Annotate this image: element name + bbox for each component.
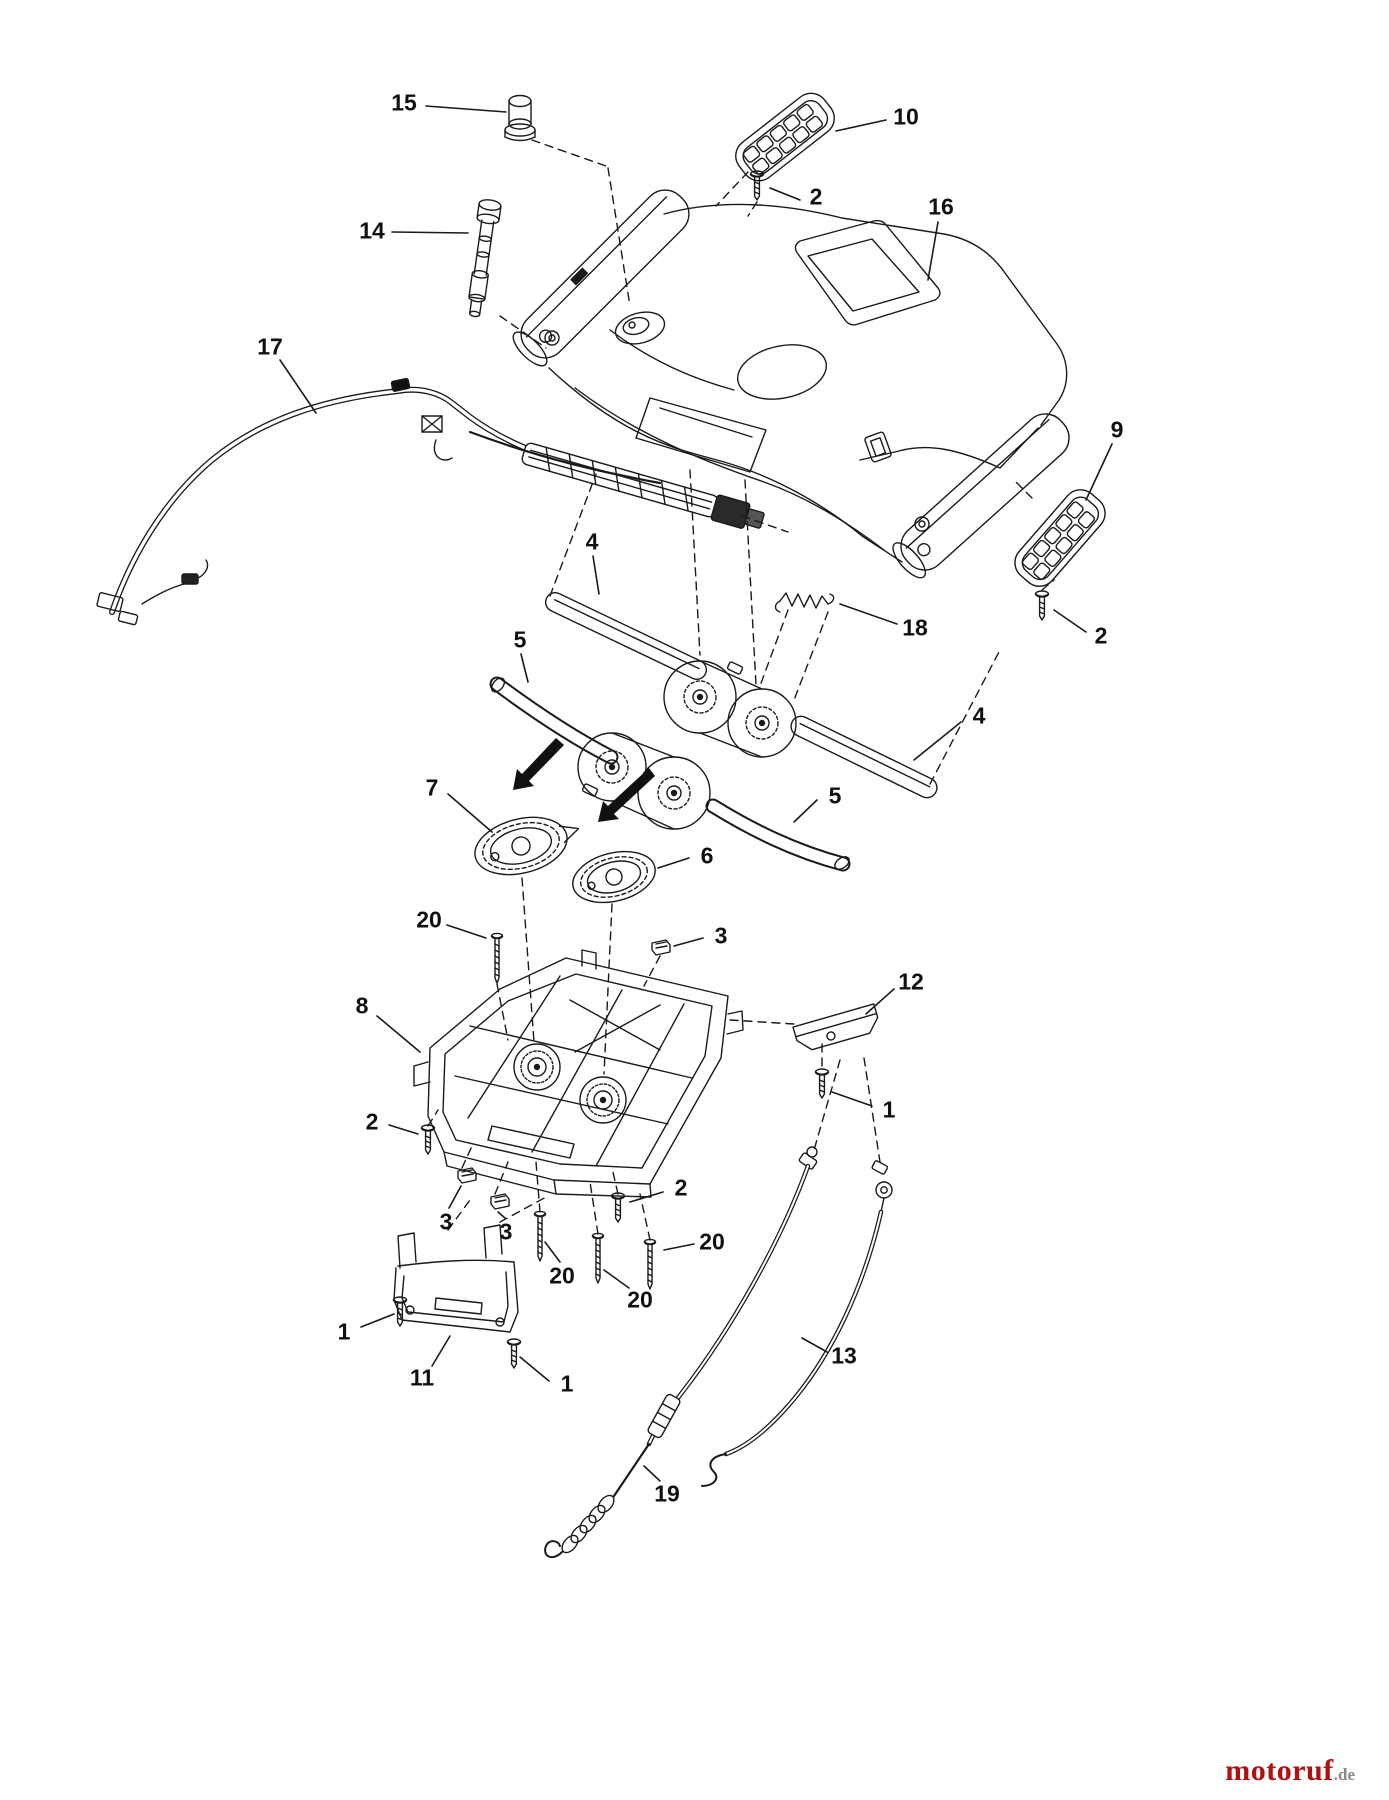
- part-grip-pad-right: [1014, 489, 1106, 587]
- part-button: [504, 94, 536, 142]
- part-console-housing: [512, 189, 1070, 579]
- part-screw-20-c: [643, 1238, 657, 1290]
- part-screw-2-left: [420, 1124, 436, 1155]
- part-lower-cover: [393, 1224, 519, 1333]
- part-clip-a: [457, 1167, 477, 1184]
- part-cable-13: [701, 1160, 893, 1487]
- part-screw-20-a: [533, 1210, 547, 1262]
- part-bracket: [792, 1003, 879, 1051]
- part-wire-harness: [96, 377, 765, 626]
- part-clip-b: [490, 1193, 510, 1210]
- part-grip-pad-top: [735, 92, 835, 182]
- callout-leader-lines: [279, 105, 1113, 1482]
- part-base-plate: [413, 949, 744, 1198]
- watermark-brand[interactable]: motoruf: [1225, 1754, 1334, 1787]
- part-screw-2-right: [1034, 590, 1050, 621]
- part-screw-20-b: [591, 1232, 605, 1284]
- part-clip-top: [651, 939, 671, 956]
- part-plunger: [468, 199, 502, 318]
- part-screw-1-bracket: [814, 1068, 830, 1099]
- watermark[interactable]: motoruf.de: [1225, 1754, 1355, 1788]
- part-cable-19: [544, 1146, 818, 1559]
- part-screw-20-top: [490, 932, 504, 984]
- part-screw-2-center: [610, 1192, 626, 1223]
- part-screw-1-right: [506, 1338, 522, 1369]
- assembly-dashed-lines: [427, 139, 1055, 1241]
- watermark-tld[interactable]: .de: [1333, 1765, 1355, 1784]
- part-screw-1-left: [392, 1296, 408, 1327]
- part-lever-assembly: [474, 592, 938, 904]
- part-screw-2-top: [749, 170, 765, 201]
